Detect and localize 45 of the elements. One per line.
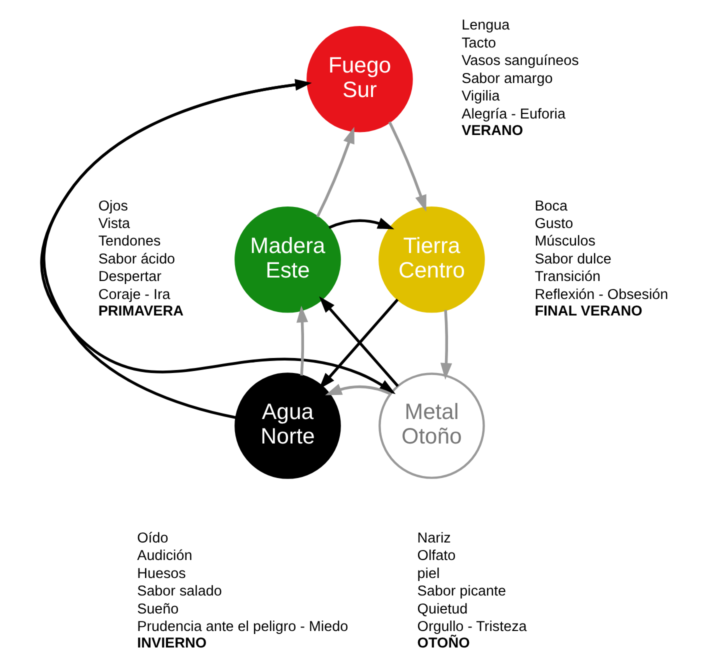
node-label: Músculos <box>534 234 595 250</box>
arrow <box>388 121 426 212</box>
node-label: Huesos <box>136 566 186 582</box>
node-label: Reflexión - Obsesión <box>534 286 668 303</box>
node-circle: Fuego Sur <box>306 26 412 132</box>
node-label: Nariz <box>416 530 450 546</box>
node-label: Transición <box>534 269 600 286</box>
node-label: Gusto <box>534 216 573 232</box>
arrow <box>328 218 394 230</box>
node-label: VERANO <box>461 122 523 139</box>
node-label: Sabor salado <box>136 584 222 600</box>
node-label: Orgullo - Tristeza <box>416 619 526 636</box>
arrow <box>316 126 354 218</box>
node-label: Oído <box>136 530 168 546</box>
node-label: Olfato <box>416 548 456 564</box>
node-label: Alegría - Euforia <box>461 106 565 122</box>
node-label: Despertar <box>98 269 161 286</box>
node-label: Vista <box>98 216 130 232</box>
arrow <box>324 384 390 396</box>
node-label: OTOÑO <box>416 636 470 652</box>
arrow <box>40 82 396 394</box>
node-label: PRIMAVERA <box>98 303 184 320</box>
node-label: Lengua <box>461 18 510 34</box>
node-label: Audición <box>136 548 192 564</box>
node-circle: Tierra Centro <box>378 206 484 313</box>
node-label: Quietud <box>416 601 468 618</box>
node-label: Sabor ácido <box>98 251 175 268</box>
node-label: Vasos sanguíneos <box>461 53 578 70</box>
node-label: INVIERNO <box>136 636 206 652</box>
node-label: Sabor dulce <box>534 251 611 268</box>
node-label: Boca <box>534 198 567 214</box>
node-label: Tacto <box>461 35 496 52</box>
node-label: FINAL VERANO <box>534 303 642 320</box>
node-label: Ojos <box>98 198 128 214</box>
node-label: Sabor amargo <box>461 70 552 87</box>
node-label: Coraje - Ira <box>98 286 170 303</box>
node-label: Tendones <box>98 234 160 250</box>
node-label: piel <box>416 566 440 582</box>
node-label: Sueño <box>136 601 178 618</box>
node-label: Vigilia <box>461 88 500 105</box>
node-label: Sabor picante <box>416 584 506 600</box>
node-label: Prudencia ante el peligro - Miedo <box>136 619 348 636</box>
arrow <box>440 310 452 380</box>
arrow <box>296 306 308 376</box>
arrow <box>42 79 312 419</box>
